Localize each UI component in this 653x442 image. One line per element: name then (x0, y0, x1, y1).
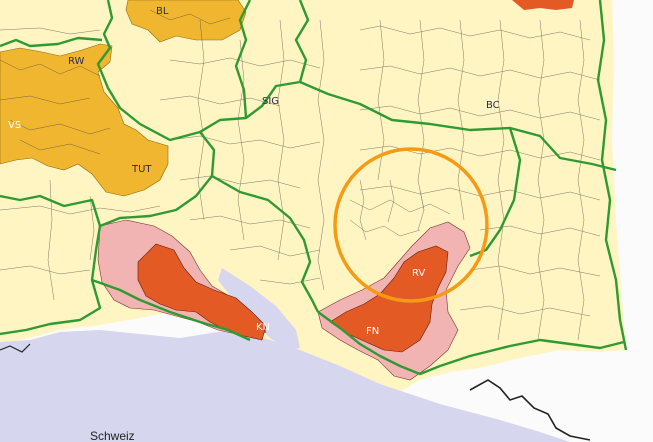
label-bc: BC (486, 100, 500, 111)
lake (0, 330, 570, 442)
country-label: Schweiz (90, 429, 135, 442)
district-rw-vs-tut-area (0, 43, 169, 197)
district-borders (0, 0, 628, 376)
label-vs: VS (8, 120, 21, 131)
label-fn: FN (366, 326, 379, 337)
label-rw: RW (68, 56, 85, 67)
country-border-west (0, 343, 31, 353)
label-tut: TUT (131, 164, 152, 175)
label-sig: SIG (262, 96, 279, 107)
label-rv: RV (412, 268, 425, 279)
district-kn-area (137, 243, 267, 341)
district-label-group: BL RW VS TUT SIG BC RV FN KN (8, 6, 500, 337)
highlight-circle (333, 147, 489, 303)
label-kn: KN (256, 322, 270, 333)
municipality-lines (0, 9, 601, 341)
label-bl: BL (156, 6, 169, 17)
district-top-right-area (512, 0, 574, 10)
lake-arm (218, 268, 300, 350)
country-border (469, 379, 591, 441)
